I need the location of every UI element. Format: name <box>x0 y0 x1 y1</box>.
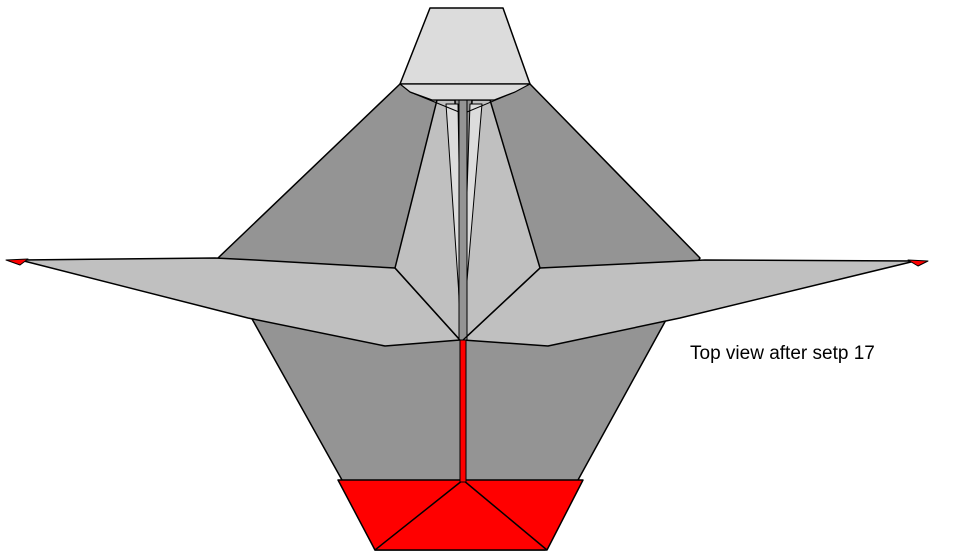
nose-fold-left <box>409 91 460 113</box>
red-tail-region <box>337 479 584 551</box>
caption-text: Top view after setp 17 <box>690 343 875 364</box>
central-spine <box>458 87 468 341</box>
left-wing-fold <box>394 267 461 341</box>
nose-top-piece <box>399 7 531 85</box>
left-wing-tip-red <box>5 258 29 266</box>
red-keel-line <box>459 339 467 483</box>
tail-fold-right <box>462 479 548 551</box>
nose-fold-right <box>466 91 516 113</box>
left-wing <box>19 257 461 347</box>
tail-fold-left <box>374 479 464 551</box>
right-wing-fold <box>462 267 541 341</box>
right-wing-tip-red <box>907 259 929 267</box>
